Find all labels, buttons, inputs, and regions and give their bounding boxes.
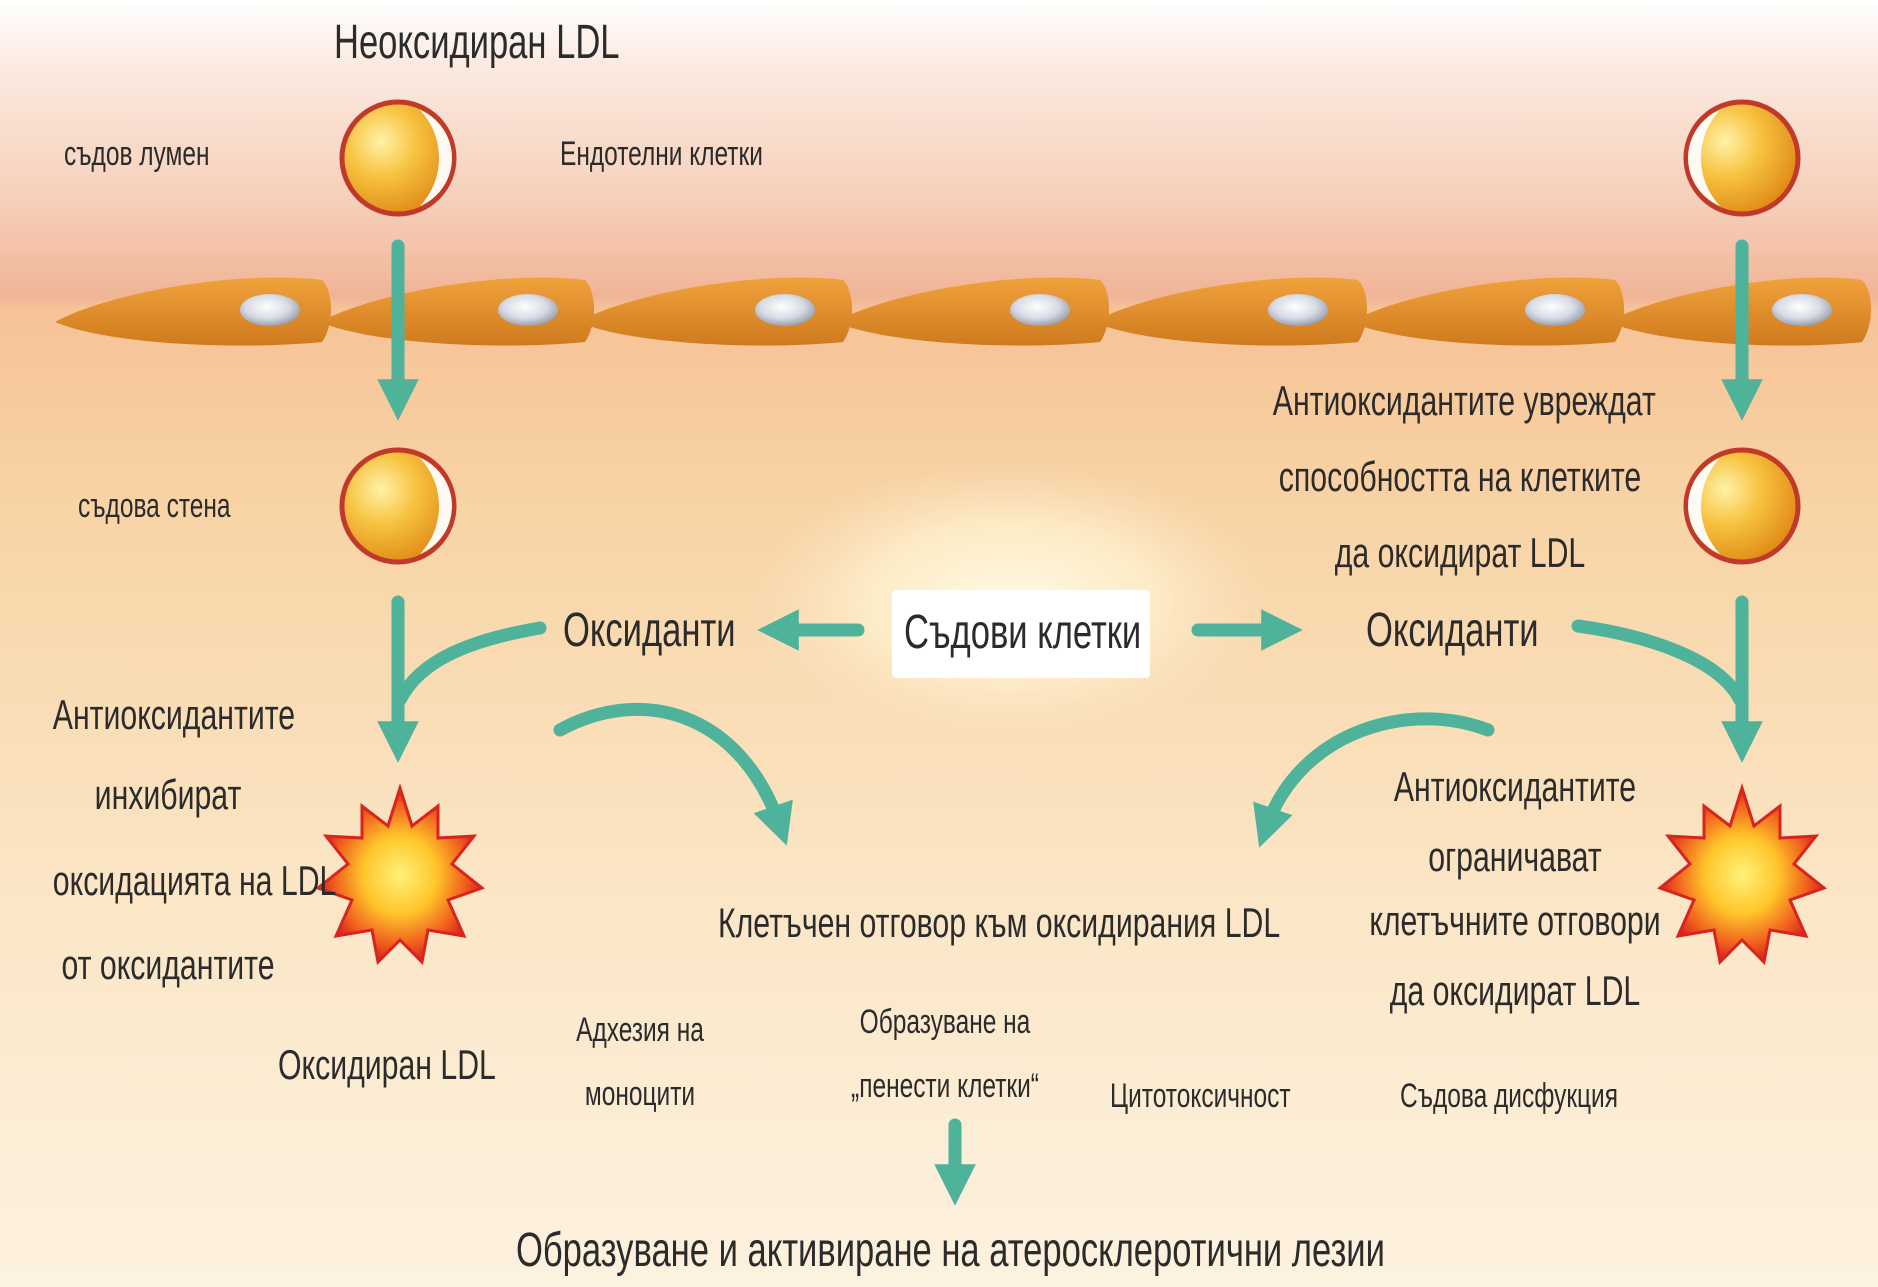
label-vessel-lumen: съдов лумен: [64, 134, 209, 175]
label-oxidized-ldl: Оксидиран LDL: [278, 1040, 496, 1090]
label-antioxidants-impair-3: да оксидират LDL: [1273, 528, 1647, 578]
label-antioxidants-impair-1: Антиоксидантите увреждат: [1273, 376, 1647, 426]
label-foam-cells-1: Образуване на: [841, 1002, 1050, 1043]
label-vessel-wall: съдова стена: [78, 486, 231, 527]
label-foam-cells-2: „пенести клетки“: [841, 1066, 1050, 1107]
label-vascular-dysfunction: Съдова дисфукция: [1400, 1076, 1618, 1117]
label-antioxidants-limit-2: ограничават: [1360, 832, 1670, 882]
ldl-particle-wall-right: [1686, 450, 1798, 562]
label-antioxidants-inhibit-4: от оксидантите: [53, 940, 283, 990]
label-cell-response: Клетъчен отговор към оксидирания LDL: [718, 898, 1280, 948]
label-unoxidized-ldl: Неоксидиран LDL: [334, 14, 619, 72]
label-antioxidants-limit-4: да оксидират LDL: [1360, 966, 1670, 1016]
label-antioxidants-inhibit-2: инхибират: [53, 770, 283, 820]
label-antioxidants-impair-2: способността на клетките: [1273, 452, 1647, 502]
ldl-particle-lumen-right: [1686, 102, 1798, 214]
ldl-particle-lumen-left: [342, 102, 454, 214]
ldl-particle-wall-left: [342, 450, 454, 562]
label-antioxidants-limit-3: клетъчните отговори: [1360, 896, 1670, 946]
label-monocyte-adhesion-1: Адхезия на: [568, 1010, 712, 1051]
label-antioxidants-inhibit-1: Антиоксидантите: [53, 690, 283, 740]
label-oxidants-right: Оксиданти: [1366, 602, 1539, 660]
label-cytotoxicity: Цитотоксичност: [1110, 1076, 1291, 1117]
label-monocyte-adhesion-2: моноцити: [568, 1074, 712, 1115]
label-lesion-formation: Образуване и активиране на атеросклероти…: [516, 1222, 1385, 1280]
label-antioxidants-inhibit-3: оксидацията на LDL: [53, 856, 283, 906]
label-oxidants-left: Оксиданти: [563, 602, 736, 660]
label-endothelial-cells: Ендотелни клетки: [560, 134, 763, 175]
label-antioxidants-limit-1: Антиоксидантите: [1360, 762, 1670, 812]
label-vascular-cells: Съдови клетки: [904, 604, 1141, 662]
